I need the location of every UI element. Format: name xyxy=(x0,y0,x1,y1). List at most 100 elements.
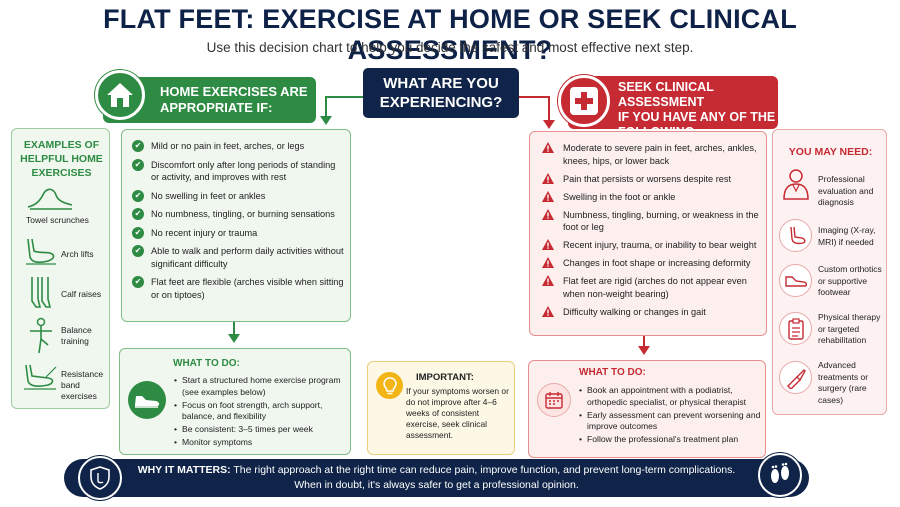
why-it-matters-banner: WHY IT MATTERS: The right approach at th… xyxy=(64,459,809,497)
arch-foot-icon xyxy=(26,238,56,265)
footprints-icon xyxy=(758,453,802,497)
list-item: Pain that persists or worsens despite re… xyxy=(542,172,760,186)
example-balance-training: Balance training xyxy=(61,325,92,346)
page-subtitle: Use this decision chart to help you deci… xyxy=(206,40,694,55)
lightbulb-icon xyxy=(376,372,403,399)
doctor-icon xyxy=(779,167,812,200)
foot-xray-icon xyxy=(779,219,812,252)
clinical-criteria-box: Moderate to severe pain in feet, arches,… xyxy=(529,131,767,336)
you-may-need-panel: YOU MAY NEED: Professional evaluation an… xyxy=(772,129,887,415)
warning-icon xyxy=(542,208,554,220)
clipboard-icon xyxy=(779,312,812,345)
home-what-to-do-box: WHAT TO DO: Start a structured home exer… xyxy=(119,348,351,455)
warning-icon xyxy=(542,275,554,286)
connector-right xyxy=(518,96,550,98)
check-icon: ✔ xyxy=(132,226,144,239)
clinical-what-to-do-box: WHAT TO DO: Book an appointment with a p… xyxy=(528,360,766,458)
home-todo-list: Start a structured home exercise program… xyxy=(174,375,348,450)
warning-icon xyxy=(542,172,554,184)
calendar-icon xyxy=(537,383,571,417)
clinical-todo-list: Book an appointment with a podiatrist, o… xyxy=(579,385,763,447)
list-item: Be consistent: 3–5 times per week xyxy=(174,424,348,436)
home-header-line2: APPROPRIATE IF: xyxy=(160,100,273,115)
check-icon: ✔ xyxy=(132,245,144,257)
list-item: Moderate to severe pain in feet, arches,… xyxy=(542,142,760,167)
center-question: WHAT ARE YOU EXPERIENCING? xyxy=(363,68,519,118)
list-item: Book an appointment with a podiatrist, o… xyxy=(579,385,763,408)
home-header-line1: HOME EXERCISES ARE xyxy=(160,84,308,99)
connector-right-down xyxy=(548,96,550,122)
list-item: Swelling in the foot or ankle xyxy=(542,190,760,204)
check-icon: ✔ xyxy=(132,140,144,152)
list-item: ✔Flat feet are flexible (arches visible … xyxy=(132,276,344,301)
example-resistance-band: Resistance band exercises xyxy=(61,369,104,401)
medical-cross-icon xyxy=(558,75,610,127)
examples-panel: EXAMPLES OF HELPFUL HOME EXERCISES Towel… xyxy=(11,128,110,409)
list-item: Start a structured home exercise program… xyxy=(174,375,348,398)
list-item: Early assessment can prevent worsening a… xyxy=(579,410,763,433)
check-icon: ✔ xyxy=(132,189,144,202)
list-item: Flat feet are rigid (arches do not appea… xyxy=(542,275,760,300)
connector-red-todo xyxy=(643,336,645,348)
clinical-todo-title: WHAT TO DO: xyxy=(579,367,646,378)
house-icon xyxy=(95,70,145,120)
banner-label: WHY IT MATTERS: xyxy=(137,464,231,476)
balance-person-icon xyxy=(30,317,52,354)
page-title: FLAT FEET: EXERCISE AT HOME OR SEEK CLIN… xyxy=(103,4,797,65)
warning-icon xyxy=(542,239,554,250)
check-icon: ✔ xyxy=(132,276,144,288)
arrow-down-icon xyxy=(543,120,555,129)
calf-raise-icon xyxy=(31,277,52,308)
connector-left xyxy=(325,96,365,98)
shield-foot-icon xyxy=(78,456,122,500)
list-item: Follow the professional's treatment plan xyxy=(579,434,763,446)
important-text: If your symptoms worsen or do not improv… xyxy=(406,386,509,440)
list-item: ✔No swelling in feet or ankles xyxy=(132,189,344,203)
example-calf-raises: Calf raises xyxy=(61,289,102,299)
center-question-line1: WHAT ARE YOU xyxy=(383,75,499,92)
examples-title: EXAMPLES OF HELPFUL HOME EXERCISES xyxy=(20,139,103,179)
list-item: Changes in foot shape or increasing defo… xyxy=(542,257,760,270)
list-item: Numbness, tingling, burning, or weakness… xyxy=(542,208,760,234)
banner-line1: The right approach at the right time can… xyxy=(230,464,736,476)
list-item: Monitor symptoms xyxy=(174,437,348,449)
scalpel-icon xyxy=(779,361,812,394)
list-item: ✔Discomfort only after long periods of s… xyxy=(132,158,344,184)
list-item: Focus on foot strength, arch support, ba… xyxy=(174,400,348,423)
arrow-down-icon xyxy=(228,334,240,343)
important-title: IMPORTANT: xyxy=(416,372,474,383)
list-item: ✔Mild or no pain in feet, arches, or leg… xyxy=(132,140,344,153)
need-title: YOU MAY NEED: xyxy=(788,146,873,158)
warning-icon xyxy=(542,305,554,317)
connector-left-down xyxy=(325,96,327,118)
warning-icon xyxy=(542,257,554,268)
arrow-down-icon xyxy=(320,116,332,125)
connector-green-todo xyxy=(233,322,235,336)
towel-foot-icon xyxy=(27,188,73,210)
check-icon: ✔ xyxy=(132,208,144,220)
need-item-surgery: Advanced treatments or surgery (rare cas… xyxy=(818,360,869,405)
arrow-down-icon xyxy=(638,346,650,355)
band-foot-icon xyxy=(24,364,57,390)
list-item: Difficulty walking or changes in gait xyxy=(542,305,760,319)
sneaker-icon xyxy=(128,381,166,419)
list-item: ✔No numbness, tingling, or burning sensa… xyxy=(132,208,344,221)
need-item-therapy: Physical therapy or targeted rehabilitat… xyxy=(818,312,881,345)
check-icon: ✔ xyxy=(132,158,144,171)
clinical-header-line2: IF YOU HAVE ANY OF THE xyxy=(618,110,776,124)
list-item: ✔Able to walk and perform daily activiti… xyxy=(132,245,344,270)
home-criteria-box: ✔Mild or no pain in feet, arches, or leg… xyxy=(121,129,351,322)
need-item-evaluation: Professional evaluation and diagnosis xyxy=(818,174,874,207)
example-arch-lifts: Arch lifts xyxy=(61,249,94,259)
warning-icon xyxy=(542,142,554,153)
clinical-header-line1: SEEK CLINICAL ASSESSMENT xyxy=(618,80,714,109)
need-item-orthotics: Custom orthotics or supportive footwear xyxy=(818,264,882,297)
example-towel-scrunches: Towel scrunches xyxy=(26,215,89,225)
need-item-imaging: Imaging (X-ray, MRI) if needed xyxy=(818,225,876,247)
shoe-icon xyxy=(779,264,812,297)
list-item: ✔No recent injury or trauma xyxy=(132,226,344,240)
important-box: IMPORTANT: If your symptoms worsen or do… xyxy=(367,361,515,455)
warning-icon xyxy=(542,190,554,202)
center-question-line2: EXPERIENCING? xyxy=(379,94,503,111)
list-item: Recent injury, trauma, or inability to b… xyxy=(542,239,760,252)
